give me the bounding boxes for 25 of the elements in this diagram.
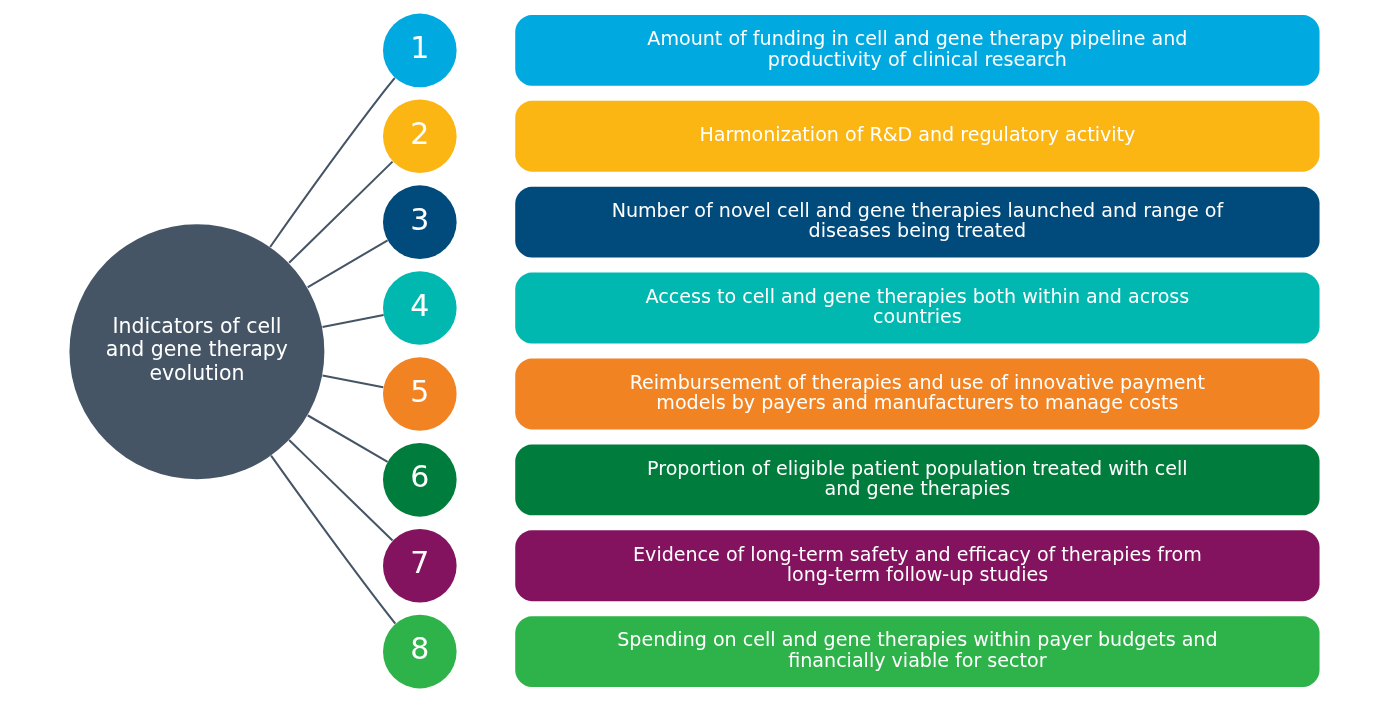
node-box: Number of novel cell and gene therapies launched and range of diseases being treated bbox=[515, 186, 1320, 258]
node-box: Access to cell and gene therapies both within and across countries bbox=[515, 272, 1320, 344]
node-box: Amount of funding in cell and gene therapy pipeline and productivity of clinical research bbox=[515, 14, 1320, 86]
node-circle: 5 bbox=[383, 357, 457, 431]
connector bbox=[270, 454, 397, 625]
node-circle: 8 bbox=[383, 614, 457, 689]
node-box: Harmonization of R&D and regulatory activity bbox=[515, 100, 1320, 172]
node-box: Evidence of long-term safety and efficacy of therapies from long-term follow-up studies bbox=[515, 530, 1320, 602]
node-box: Proportion of eligible patient population treated with cell and gene therapies bbox=[515, 444, 1320, 516]
node-circle: 7 bbox=[383, 528, 457, 603]
node-circle: Indicators of cell and gene therapy evolution bbox=[69, 224, 325, 480]
connector bbox=[307, 414, 389, 463]
node-circle: 4 bbox=[383, 271, 457, 345]
node-box: Spending on cell and gene therapies within payer budgets and financially viable for sector bbox=[515, 616, 1320, 688]
connector bbox=[322, 313, 384, 329]
node-circle: 2 bbox=[383, 99, 457, 174]
connector bbox=[307, 239, 389, 289]
connector bbox=[288, 160, 394, 264]
connector bbox=[322, 374, 384, 389]
connector bbox=[269, 77, 396, 248]
connector bbox=[288, 439, 394, 542]
node-circle: 6 bbox=[383, 443, 457, 517]
node-circle: 3 bbox=[383, 185, 457, 259]
node-box: Reimbursement of therapies and use of innovative payment models by payers and manufacturers to manage costs bbox=[515, 358, 1320, 430]
node-circle: 1 bbox=[383, 13, 457, 88]
